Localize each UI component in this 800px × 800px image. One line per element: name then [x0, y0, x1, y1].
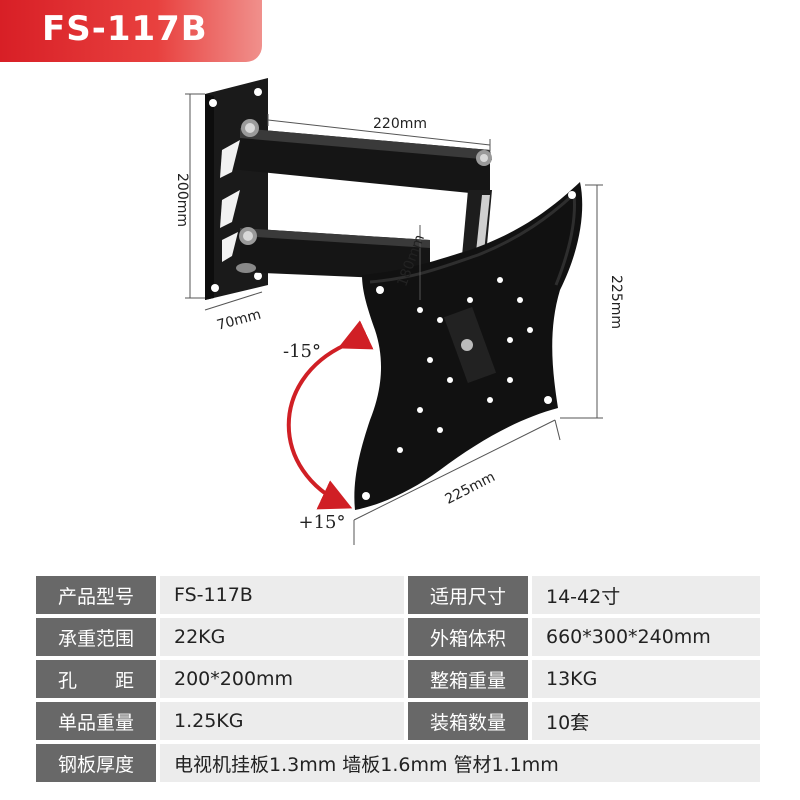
model-badge: FS-117B — [0, 0, 262, 62]
spec-value: 10套 — [532, 702, 760, 740]
spec-label: 单品重量 — [36, 702, 160, 740]
dimension-lines — [185, 93, 603, 545]
arm-length-label: 220mm — [373, 116, 427, 132]
product-diagram: 220mm 200mm 70mm 180mm 225mm 225mm -15° … — [174, 78, 624, 545]
table-row: 孔 距 200*200mm 整箱重量 13KG — [36, 660, 760, 698]
spec-value: 200*200mm — [160, 660, 408, 698]
spec-value: 14-42寸 — [532, 576, 760, 614]
wall-plate-height-label: 200mm — [174, 173, 190, 227]
spec-label: 承重范围 — [36, 618, 160, 656]
spec-value: FS-117B — [160, 576, 408, 614]
spec-label: 整箱重量 — [408, 660, 532, 698]
spec-label: 装箱数量 — [408, 702, 532, 740]
spec-label: 孔 距 — [36, 660, 160, 698]
tilt-arrow — [286, 320, 374, 510]
spec-value: 1.25KG — [160, 702, 408, 740]
tilt-up-label: -15° — [283, 341, 321, 362]
spec-label: 钢板厚度 — [36, 744, 160, 782]
spec-label: 产品型号 — [36, 576, 160, 614]
model-badge-text: FS-117B — [42, 9, 208, 49]
table-row: 产品型号 FS-117B 适用尺寸 14-42寸 — [36, 576, 760, 614]
vesa-plate — [354, 182, 583, 510]
upper-arm — [240, 119, 492, 195]
table-row: 承重范围 22KG 外箱体积 660*300*240mm — [36, 618, 760, 656]
spec-value: 22KG — [160, 618, 408, 656]
spec-table: 产品型号 FS-117B 适用尺寸 14-42寸 承重范围 22KG 外箱体积 … — [36, 572, 760, 786]
spec-value: 电视机挂板1.3mm 墙板1.6mm 管材1.1mm — [160, 744, 760, 782]
vesa-height-label: 225mm — [608, 275, 624, 329]
lower-arm — [236, 227, 430, 280]
table-row: 钢板厚度 电视机挂板1.3mm 墙板1.6mm 管材1.1mm — [36, 744, 760, 782]
spec-value: 13KG — [532, 660, 760, 698]
table-row: 单品重量 1.25KG 装箱数量 10套 — [36, 702, 760, 740]
wall-plate-width-label: 70mm — [215, 307, 263, 334]
spec-label: 外箱体积 — [408, 618, 532, 656]
vesa-width-label: 225mm — [442, 469, 497, 508]
spec-label: 适用尺寸 — [408, 576, 532, 614]
tilt-down-label: +15° — [299, 512, 346, 533]
spec-value: 660*300*240mm — [532, 618, 760, 656]
